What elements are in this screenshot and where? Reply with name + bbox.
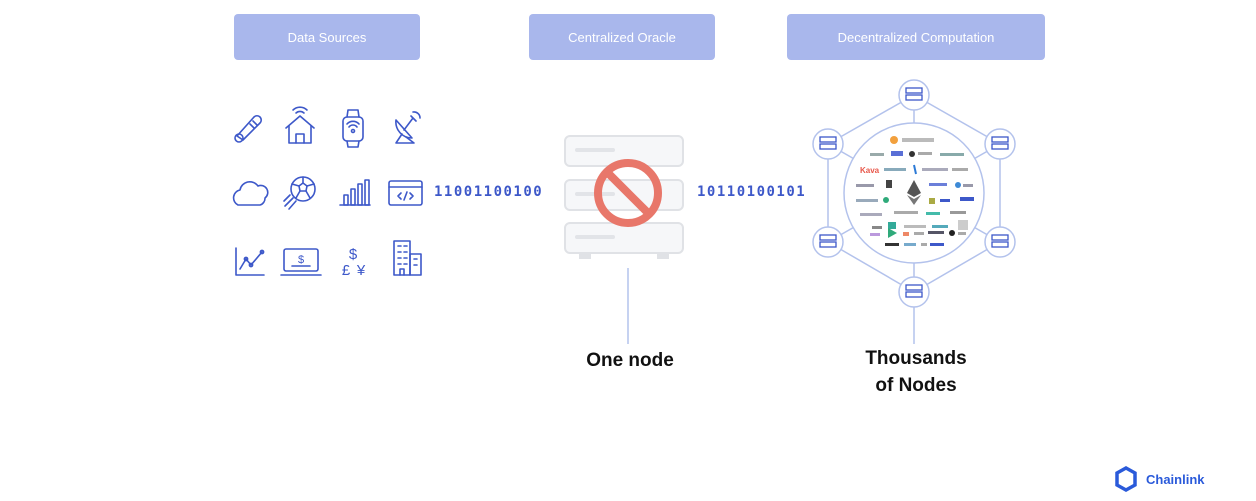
network-node-top-right — [991, 136, 1009, 150]
payment-terminal-icon — [280, 248, 322, 276]
terminal-dollar-glyph: $ — [298, 254, 304, 266]
smartwatch-icon — [342, 109, 364, 148]
code-window-icon — [388, 180, 423, 206]
cloud-icon — [232, 181, 269, 206]
partner-logos: Kava — [856, 136, 974, 246]
header-decentralized-computation-label: Decentralized Computation — [837, 29, 995, 45]
currency-pound-glyph: £ — [342, 262, 351, 279]
decentralized-network: Kava — [812, 79, 1016, 344]
network-node-bottom-right — [991, 234, 1009, 248]
line-chart-icon — [235, 247, 265, 276]
chainlink-brand-name: Chainlink — [1146, 471, 1205, 487]
header-decentralized-computation: Decentralized Computation — [787, 14, 1045, 60]
bar-chart-icon — [339, 179, 371, 206]
kava-logo-text: Kava — [860, 166, 880, 175]
prohibited-icon — [594, 159, 662, 227]
network-node-bottom-left — [819, 234, 837, 248]
header-centralized-oracle-label: Centralized Oracle — [568, 29, 676, 45]
binary-stream-left: 11001100100 — [434, 184, 544, 200]
thermometer-icon — [234, 114, 263, 143]
network-node-bottom — [905, 284, 923, 298]
soccer-ball-icon — [283, 176, 316, 210]
house-wifi-icon — [285, 106, 315, 144]
one-node-label: One node — [586, 350, 674, 371]
currency-dollar-glyph: $ — [349, 246, 358, 263]
thousands-of-nodes-label: Thousands of Nodes — [865, 348, 967, 396]
chainlink-brand: Chainlink — [1114, 466, 1205, 492]
building-icon — [393, 240, 422, 276]
binary-stream-right: 10110100101 — [697, 184, 807, 200]
chainlink-logo-icon — [1115, 466, 1137, 492]
header-data-sources: Data Sources — [234, 14, 420, 60]
currency-yen-glyph: ¥ — [356, 262, 366, 279]
network-node-top — [905, 87, 923, 101]
network-node-top-left — [819, 136, 837, 150]
header-centralized-oracle: Centralized Oracle — [529, 14, 715, 60]
satellite-dish-icon — [395, 111, 421, 144]
header-data-sources-label: Data Sources — [287, 29, 367, 45]
centralized-server-stack — [564, 135, 684, 259]
